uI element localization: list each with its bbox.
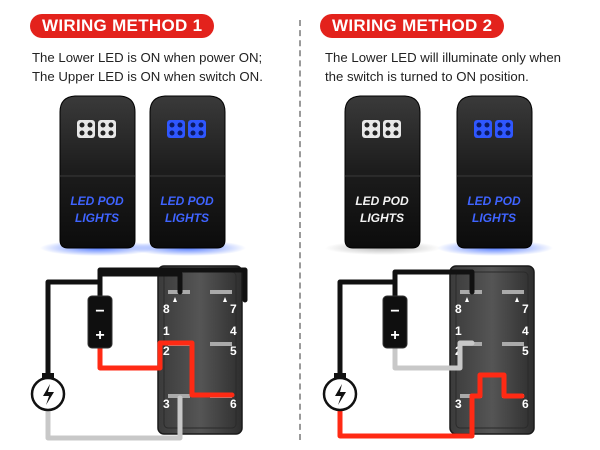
rocker-off-label-line-2: LIGHTS [360,211,404,225]
rocker-on-label-line-2: LIGHTS [165,211,209,225]
switch-back-body: 8 7 1 4 2 5 3 6 [449,265,535,435]
pin-1-label: 1 [163,324,170,338]
method-2-desc-line-2: the switch is turned to ON position. [325,69,529,84]
rocker-switch-on: LED POD LIGHTS [437,95,553,256]
switch-back-body: 8 7 1 4 2 5 3 6 [157,265,243,435]
method-2-desc-line-1: The Lower LED will illuminate only when [325,50,562,65]
pin-5-label: 5 [230,344,237,358]
method-1-description: The Lower LED is ON when power ON; The U… [32,48,263,86]
fuse-minus-label: − [390,303,399,320]
black-wire-to-pin-8 [97,271,183,299]
rocker-off-label-line-1: LED POD [355,194,409,208]
pin-1-label: 1 [455,324,462,338]
wiring-method-2-panel: WIRING METHOD 2 The Lower LED will illum… [300,0,600,450]
gray-wire-lamp [45,395,183,441]
rocker-on-label-line-1: LED POD [160,194,214,208]
lamp-bulb-icon [322,373,358,412]
inline-fuse: − + [87,295,113,349]
rocker-switch-off: LED POD LIGHTS [325,95,441,255]
red-wire-jumper [469,372,525,399]
fuse-minus-label: − [95,303,104,320]
pin-5-label: 5 [522,344,529,358]
pin-3-label: 3 [163,397,170,411]
rocker-switch-on: LED POD LIGHTS [130,95,246,256]
method-2-diagram: LED POD LIGHTS LED POD LIGHTS [322,95,553,439]
method-2-description: The Lower LED will illuminate only when … [325,48,561,86]
fuse-plus-label: + [95,327,104,344]
gray-wire-pin-2 [392,340,475,371]
rocker-on-label-line-2: LIGHTS [472,211,516,225]
pin-8-label: 8 [163,302,170,316]
rocker-on-label-line-1: LED POD [467,194,521,208]
pin-3-label: 3 [455,397,462,411]
method-1-diagram: LED POD LIGHTS LED POD LIGHTS [30,95,248,441]
pin-7-label: 7 [230,302,237,316]
wires [45,267,248,441]
pin-8-label: 8 [455,302,462,316]
black-wire-lamp [45,279,103,381]
method-1-title-badge: WIRING METHOD 1 [30,14,215,38]
pod-lights-icon [77,120,116,138]
panel-divider [299,20,301,440]
lamp-bulb-icon [30,373,66,412]
black-wire-lamp [337,279,398,381]
wires [337,269,525,439]
pin-4-label: 4 [230,324,237,338]
wiring-method-1-panel: WIRING METHOD 1 The Lower LED is ON when… [30,14,263,441]
fuse-plus-label: + [390,327,399,344]
red-wire-lamp [337,393,475,439]
rocker-switch-off: LED POD LIGHTS [40,95,156,256]
pod-lights-icon-lit [167,120,206,138]
method-2-title-badge: WIRING METHOD 2 [320,14,505,38]
red-wire-jumper [182,340,235,398]
rocker-off-label-line-1: LED POD [70,194,124,208]
pod-lights-icon [362,120,401,138]
pin-7-label: 7 [522,302,529,316]
rocker-off-label-line-2: LIGHTS [75,211,119,225]
red-wire-power [97,340,188,371]
pin-4-label: 4 [522,324,529,338]
pin-6-label: 6 [522,397,529,411]
pin-6-label: 6 [230,397,237,411]
method-1-desc-line-2: The Upper LED is ON when switch ON. [32,69,263,84]
pin-2-label: 2 [163,344,170,358]
method-1-desc-line-1: The Lower LED is ON when power ON; [32,50,263,65]
pod-lights-icon-lit [474,120,513,138]
inline-fuse: − + [382,295,408,349]
